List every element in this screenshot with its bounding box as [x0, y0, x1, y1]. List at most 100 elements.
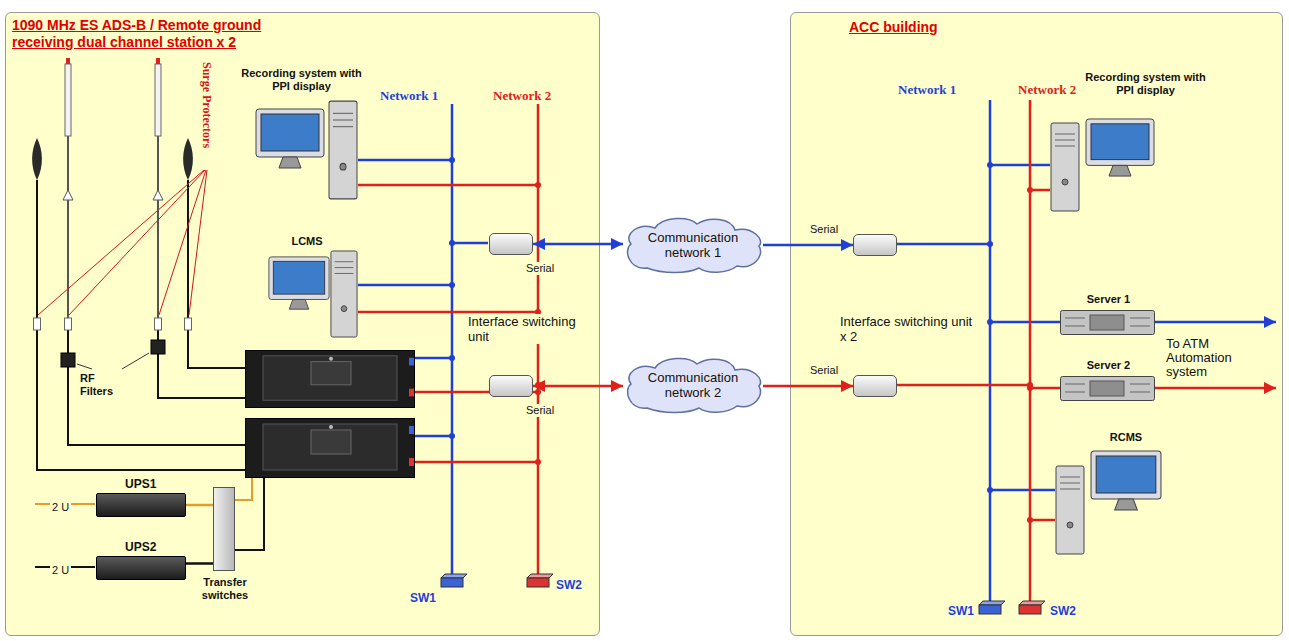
computer [331, 251, 357, 337]
device-name: Recording system with PPI display [1083, 71, 1208, 97]
connector [186, 504, 213, 507]
computer [1056, 466, 1084, 554]
antenna [153, 190, 163, 200]
label-anchor: Network 2 [493, 88, 551, 104]
connector [533, 243, 623, 246]
callout-label: RF Filters [80, 372, 130, 398]
bus-tap [987, 162, 993, 168]
antenna-cable [36, 180, 38, 318]
antenna [65, 64, 71, 136]
leader-line [38, 170, 207, 315]
device-name: Server 1 [1061, 293, 1156, 306]
leader-line [122, 353, 149, 369]
computer [1086, 119, 1154, 176]
network-1-bus [358, 100, 1276, 605]
network-switch [979, 605, 1001, 614]
network-switch [441, 574, 467, 578]
port-name: Serial [524, 262, 556, 275]
computer [1091, 451, 1161, 510]
receiver-unit [246, 419, 415, 478]
bus-tap [987, 319, 993, 325]
panel-heading: 1090 MHz ES ADS-B / Remote ground receiv… [12, 17, 297, 51]
computer [329, 101, 357, 199]
label-anchor: Interface switching unit [466, 314, 594, 344]
connector [763, 244, 853, 247]
computer [256, 101, 1161, 554]
bus-tap [987, 487, 993, 493]
network-1-bus [451, 104, 454, 578]
connector [186, 562, 213, 565]
antenna-cable [37, 330, 245, 470]
rf-filter [61, 340, 165, 367]
surge-protector [185, 318, 192, 330]
recorder-label: Recording system with PPI display [239, 67, 364, 93]
group-label: Interface switching unit [466, 314, 594, 344]
leader-line [69, 170, 205, 315]
bus-tap [535, 389, 541, 395]
antenna [156, 58, 160, 64]
network-switch [979, 601, 1005, 605]
interface-modem: Serial [853, 234, 897, 256]
receiver-unit [246, 350, 415, 477]
network-1-bus [358, 160, 488, 436]
port-name: Serial [524, 404, 556, 417]
server-unit [1061, 311, 1155, 335]
server-unit [1061, 311, 1155, 401]
network-switch [1019, 601, 1045, 605]
bus-tap [449, 282, 455, 288]
surge-protector [65, 318, 72, 330]
bus-tap [535, 182, 541, 188]
interface-modem: Serial [489, 375, 533, 397]
label-anchor: RF Filters [80, 372, 130, 398]
bus-tap [449, 157, 455, 163]
ups-unit: UPS1 [96, 493, 186, 517]
network-1-bus [1155, 321, 1276, 324]
surge-protector [34, 318, 192, 330]
device-name: Server 2 [1061, 359, 1156, 372]
bus-tap [1027, 187, 1033, 193]
cloud-name: Communication network 2 [641, 370, 745, 400]
rcms-label: RCMS [1086, 431, 1166, 444]
ups-unit: UPS2 [96, 556, 186, 580]
computer [269, 257, 329, 309]
port-name: Serial [808, 364, 840, 377]
network-2-bus [358, 100, 1276, 605]
recorder-label: Recording system with PPI display [1083, 71, 1208, 97]
bus-tap [449, 240, 455, 246]
connector [763, 385, 853, 388]
label-anchor: Surge Protectors [199, 62, 214, 148]
antenna [63, 190, 73, 200]
transfer-switch: Transfer switches [213, 487, 235, 571]
antenna [155, 64, 161, 136]
cloud-outline [628, 358, 761, 412]
connector [533, 385, 623, 388]
network-name: Network 2 [1018, 82, 1076, 98]
network-name: Network 1 [898, 82, 956, 98]
surge-protector [155, 318, 162, 330]
switch-name: SW2 [556, 578, 582, 592]
port-name: Serial [808, 223, 840, 236]
rf-filter [61, 353, 75, 367]
network-cloud: Communication network 1 [623, 216, 763, 274]
label-anchor: 2 U [50, 497, 71, 515]
network-switch [1019, 605, 1041, 614]
device-name: RCMS [1086, 431, 1166, 444]
computer [256, 109, 324, 168]
label-anchor: SW2 [1050, 604, 1076, 618]
network-switch [527, 578, 549, 587]
antenna-cable [67, 330, 69, 353]
cloud-outline [628, 218, 761, 272]
label-anchor: Network 1 [380, 88, 438, 104]
group-label: Interface switching unit x 2 [838, 314, 983, 344]
rf-filter [151, 340, 165, 354]
label-anchor: To ATM Automation system [1166, 337, 1270, 379]
rack-size: 2 U [50, 564, 71, 576]
power-line [35, 478, 264, 567]
network-2-bus [1029, 100, 1032, 605]
label-anchor: Network 2 [1018, 82, 1076, 98]
callout-label: Surge Protectors [199, 62, 214, 148]
network-name: Network 1 [380, 88, 438, 104]
interface-modem: Serial [853, 375, 897, 397]
destination-label: To ATM Automation system [1166, 337, 1270, 379]
device-name: LCMS [267, 235, 347, 248]
